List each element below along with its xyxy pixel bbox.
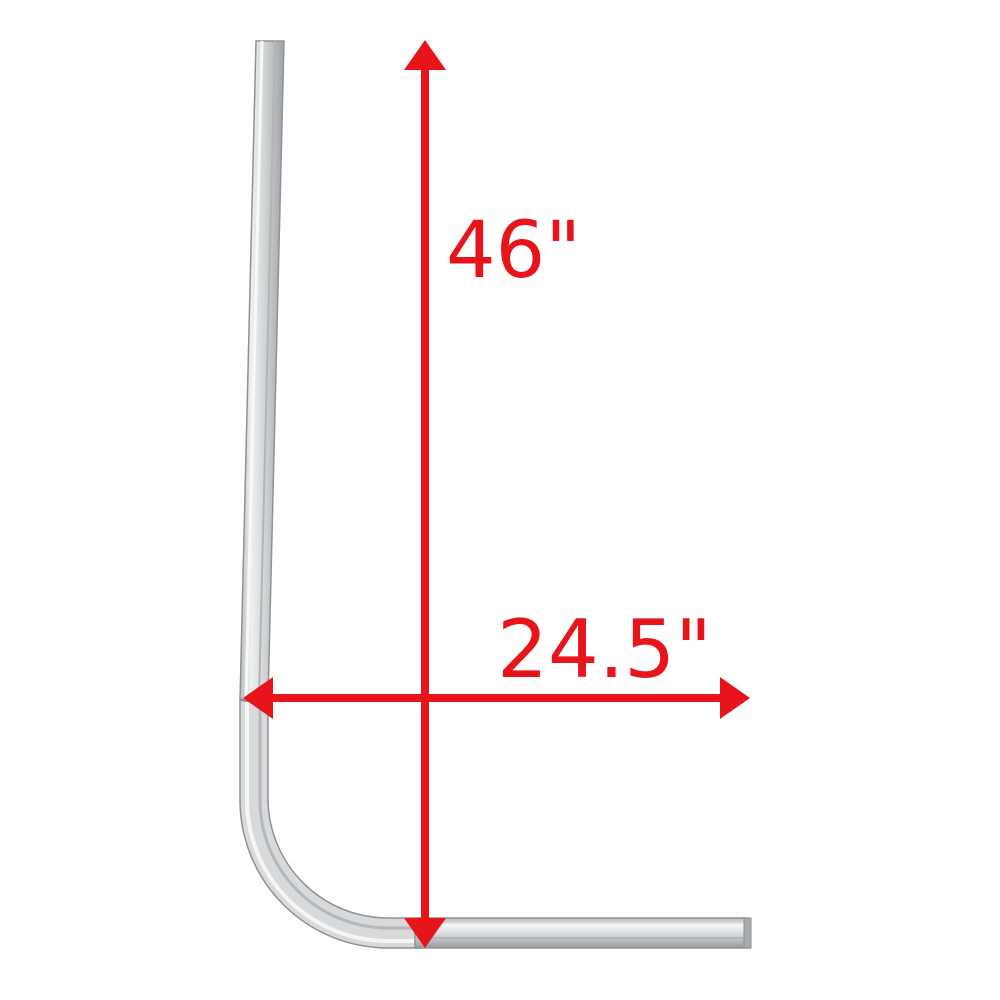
- width-dimension-label: 24.5": [497, 603, 712, 696]
- tube-horizontal-leg: [414, 917, 752, 949]
- height-dimension-label: 46": [446, 206, 582, 296]
- tube-bend: [239, 699, 421, 949]
- height-dimension-arrow: [404, 40, 446, 948]
- width-dimension-arrow: [243, 677, 750, 719]
- tube-vertical-leg: [239, 40, 285, 701]
